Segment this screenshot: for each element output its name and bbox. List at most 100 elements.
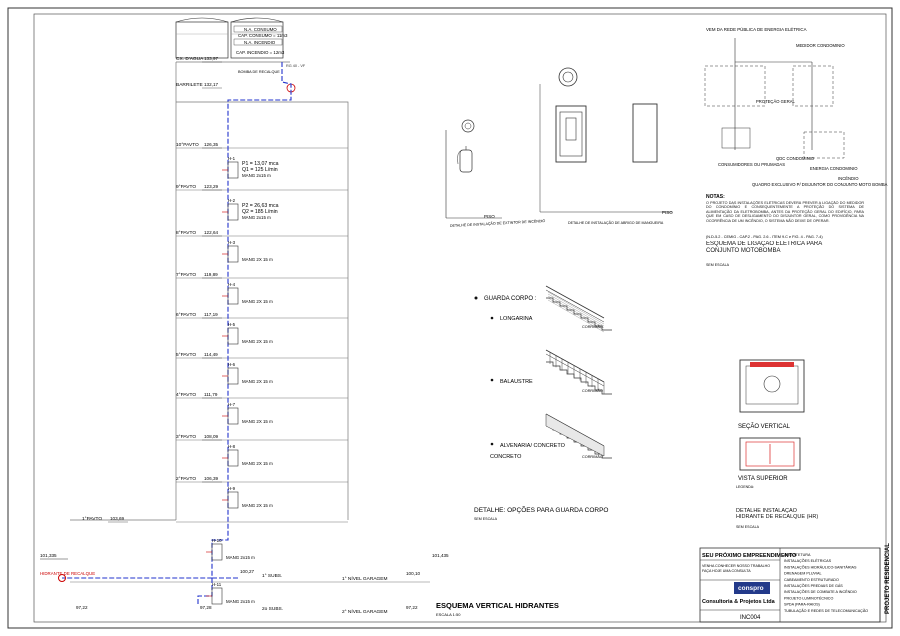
rec-section: SEÇÃO VERTICAL xyxy=(738,423,791,430)
floor-name: CX. D'AGUA xyxy=(176,56,204,62)
elec-notes-title: NOTAS: xyxy=(706,194,725,200)
hydrant-id: H-1 xyxy=(228,156,236,161)
elec-protection: PROTEÇÃO GERAL xyxy=(756,99,796,104)
tb-logo xyxy=(734,582,770,594)
sheet-border xyxy=(7,7,893,629)
tb-project: SEU PRÓXIMO EMPREENDIMENTO xyxy=(702,551,797,559)
tank-na-fire: N.A. INCENDIO xyxy=(244,40,276,45)
floor-name: 7°PAVTO xyxy=(176,272,196,278)
inner-border xyxy=(33,13,887,623)
hydrant-hose: MANG 2X 15 m xyxy=(242,419,273,424)
cabinet-detail: PISO DETALHE DE INSTALAÇÃO DE ABRIGO DE … xyxy=(539,67,673,225)
stair-1 xyxy=(545,285,612,333)
guardrail-detail: GUARDA CORPO : LONGARINA BALAUSTRE ALVEN… xyxy=(474,285,612,521)
tb-item: CABEAMENTO ESTRUTURADO xyxy=(784,578,839,582)
ext-floor: PISO xyxy=(484,214,495,219)
hydrant-hose: MANG 2X 15 m xyxy=(242,461,273,466)
floor-elev: 126,35 xyxy=(204,142,218,147)
sub-elev-left: 101,335 xyxy=(40,553,57,558)
tb-sub1: VENHA CONHECER NOSSO TRABALHO xyxy=(702,564,770,568)
recalque-detail: SEÇÃO VERTICAL VISTA SUPERIOR LEGENDA: D… xyxy=(736,359,819,529)
guard-corrimao-3: CORRIMÃO xyxy=(582,454,603,459)
garage-1-label: 1° NÍVEL GARAGEM xyxy=(342,575,387,582)
floor-elev: 122,64 xyxy=(204,230,218,235)
riser-schematic: N.A. CONSUMO CAP. CONSUMO = 11m3 N.A. IN… xyxy=(40,17,559,617)
hydrant-hose: MANG 2X 15 m xyxy=(242,257,273,262)
extinguisher-detail: PISO DETALHE DE INSTALAÇÃO DE EXTINTOR D… xyxy=(445,119,546,228)
title-block: SEU PRÓXIMO EMPREENDIMENTO VENHA CONHECE… xyxy=(699,543,891,623)
floor-elev: 108,09 xyxy=(204,434,218,439)
floor-elev: 117,19 xyxy=(204,312,218,317)
floor-elev: 103,69 xyxy=(110,516,124,521)
tb-item: INSTALAÇÕES HIDRÁULICO-SANITÁRIAS xyxy=(784,564,857,569)
g2-elev: 97,22 xyxy=(76,605,88,610)
hydrant-hose: MANG 2X 15 m xyxy=(242,339,273,344)
rec-top: VISTA SUPERIOR xyxy=(738,476,788,482)
tb-item: SPDA (PARA-RAIOS) xyxy=(784,603,820,607)
g2-elev-mid: 97,28 xyxy=(200,605,212,610)
garage-2-label: 2° NÍVEL GARAGEM xyxy=(342,608,387,615)
guard-scale: SEM ESCALA xyxy=(474,517,498,521)
floor-name: 3°PAVTO xyxy=(176,434,196,440)
elec-notes-text: O PROJETO DAS INSTALAÇÕES ELÉTRICAS DEVE… xyxy=(706,201,864,223)
ext-title: DETALHE DE INSTALAÇÃO DE EXTINTOR DE INC… xyxy=(450,218,546,228)
elec-scale: SEM ESCALA xyxy=(706,263,730,267)
tb-item: INSTALAÇÕES DE COMBATE A INCÊNDIO xyxy=(784,589,857,594)
cab-floor: PISO xyxy=(662,210,673,215)
elec-fire: INCÊNDIO xyxy=(838,176,859,181)
floor-name: 1°PAVTO xyxy=(82,516,102,522)
tb-item: INSTALAÇÕES ELÉTRICAS xyxy=(784,558,832,563)
rec-scale: SEM ESCALA xyxy=(736,525,760,529)
hydrant-hose: MANG 2x15 m xyxy=(242,215,271,220)
elec-panel: QUADRO EXCLUSIVO P/ DISJUNTOR DO CONJUNT… xyxy=(752,182,888,187)
guard-corrimao-2: CORRIMÃO xyxy=(582,388,603,393)
guard-opt1: LONGARINA xyxy=(500,316,533,322)
hydrant-pressure: P2 = 26,63 mca xyxy=(242,203,279,209)
hydrant-id: H-7 xyxy=(228,402,236,407)
floor-name: 6°PAVTO xyxy=(176,312,196,318)
g1-elev-right: 100,10 xyxy=(406,571,420,576)
floor-elev: 114,49 xyxy=(204,352,218,357)
rec-title: DETALHE INSTALAÇÃO HIDRANTE DE RECALQUE … xyxy=(736,508,819,521)
hydrant-id: H-4 xyxy=(228,282,236,287)
stair-drawings xyxy=(545,285,612,459)
elec-consumers: CONSUMIDORES OU PRUMADAS xyxy=(718,162,785,167)
tb-side: PROJETO RESIDENCIAL xyxy=(885,543,891,614)
floor-elev: 132,17 xyxy=(204,82,218,87)
elec-title: ESQUEMA DE LIGAÇÃO ELETRICA PARA CONJUNT… xyxy=(706,241,822,254)
floor-elev: 111,79 xyxy=(204,392,218,397)
hydrant-id: H-6 xyxy=(228,362,236,367)
tb-code: INC004 xyxy=(740,615,761,621)
floor-name: 4°PAVTO xyxy=(176,392,196,398)
floor-elev: 133,97 xyxy=(204,56,218,61)
tb-item: INSTALAÇÕES PREDIAIS DE GÁS xyxy=(784,583,843,588)
floor-name: BARRILETE xyxy=(176,82,203,88)
floor-elev: 106,39 xyxy=(204,476,218,481)
ground-hydrant-label: HIDRANTE DE RECALQUE xyxy=(40,571,95,576)
hydrant-hose: MANG 2X 15 m xyxy=(242,503,273,508)
tb-item: TUBULAÇÃO E REDES DE TELECOMUNICAÇÃO xyxy=(784,608,868,613)
hydrant-hose: MANG 2x15 m xyxy=(226,555,255,560)
hydrant-hose: MANG 2X 15 m xyxy=(242,299,273,304)
hydrant-id: H-5 xyxy=(228,322,236,327)
riser-title: ESQUEMA VERTICAL HIDRANTES xyxy=(436,601,559,610)
floor-elev: 123,29 xyxy=(204,184,218,189)
floor-name: 10°PAVTO xyxy=(176,142,199,148)
guard-opt2: BALAUSTRE xyxy=(500,379,533,385)
valve-label: RG 40 - VF xyxy=(286,64,306,68)
g1-elev: 100,27 xyxy=(240,569,254,574)
hydrant-pressure: P1 = 13,07 mca xyxy=(242,161,279,167)
elec-grid-label: VEM DA REDE PÚBLICA DE ENERGIA ELÉTRICA xyxy=(706,27,807,32)
guard-title: GUARDA CORPO : xyxy=(484,296,537,302)
rec-legend: LEGENDA: xyxy=(736,485,754,489)
